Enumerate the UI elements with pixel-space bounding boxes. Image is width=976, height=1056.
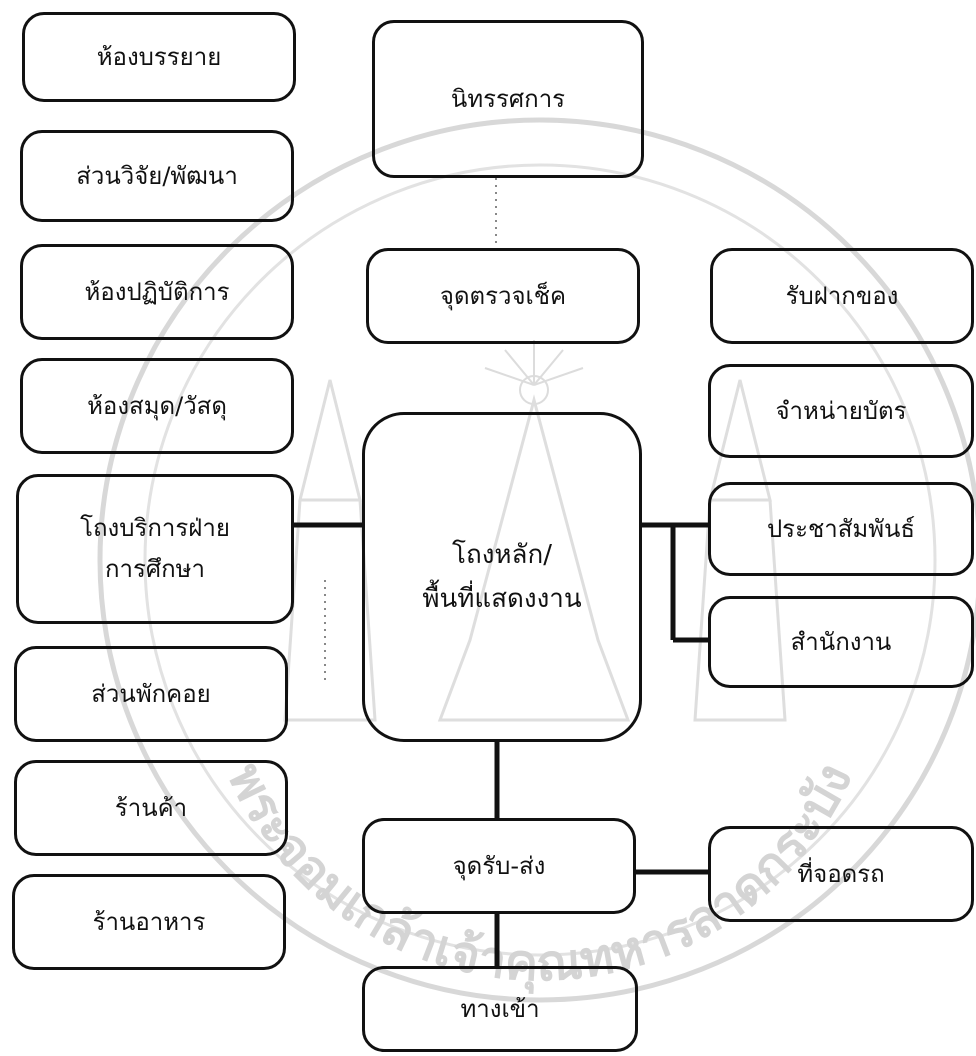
- node-office: สำนักงาน: [708, 596, 974, 688]
- node-parking: ที่จอดรถ: [708, 826, 974, 922]
- node-shop: ร้านค้า: [14, 760, 288, 856]
- node-library-label: ห้องสมุด/วัสดุ: [87, 391, 227, 420]
- node-tickets-label: จำหน่ายบัตร: [775, 396, 907, 425]
- watermark-inner-ring: [143, 163, 937, 957]
- node-lecture-room: ห้องบรรยาย: [22, 12, 296, 102]
- watermark-crown-icon: [437, 394, 631, 722]
- node-lab: ห้องปฏิบัติการ: [20, 244, 294, 340]
- node-shop-label: ร้านค้า: [114, 793, 188, 822]
- watermark-left-spire-icon: [283, 379, 377, 722]
- node-lounge-label: ส่วนพักคอย: [91, 679, 211, 708]
- node-parking-label: ที่จอดรถ: [797, 859, 885, 888]
- node-entrance-label: ทางเข้า: [460, 994, 540, 1023]
- node-research: ส่วนวิจัย/พัฒนา: [20, 130, 294, 222]
- watermark-outer-ring: [97, 117, 976, 1003]
- node-exhibition-label: นิทรรศการ: [450, 84, 566, 113]
- node-restaurant: ร้านอาหาร: [12, 874, 286, 970]
- node-education-hall-label: โถงบริการฝ่าย การศึกษา: [80, 514, 230, 583]
- node-office-label: สำนักงาน: [790, 627, 892, 656]
- node-exhibition: นิทรรศการ: [372, 20, 644, 178]
- node-research-label: ส่วนวิจัย/พัฒนา: [76, 161, 238, 190]
- node-library: ห้องสมุด/วัสดุ: [20, 358, 294, 454]
- node-dropoff-label: จุดรับ-ส่ง: [452, 851, 546, 880]
- node-pr: ประชาสัมพันธ์: [708, 482, 974, 576]
- node-lounge: ส่วนพักคอย: [14, 646, 288, 742]
- node-lab-label: ห้องปฏิบัติการ: [84, 277, 230, 306]
- watermark-sun-icon: [484, 340, 584, 405]
- node-deposit: รับฝากของ: [710, 248, 974, 344]
- node-education-hall: โถงบริการฝ่าย การศึกษา: [16, 474, 294, 624]
- node-checkpoint-label: จุดตรวจเช็ค: [439, 281, 567, 310]
- node-main-hall: โถงหลัก/ พื้นที่แสดงงาน: [362, 412, 642, 742]
- node-lecture-room-label: ห้องบรรยาย: [96, 42, 222, 71]
- node-checkpoint: จุดตรวจเช็ค: [366, 248, 640, 344]
- node-main-hall-label: โถงหลัก/ พื้นที่แสดงงาน: [422, 539, 582, 614]
- node-deposit-label: รับฝากของ: [785, 281, 899, 310]
- node-entrance: ทางเข้า: [362, 966, 638, 1052]
- node-tickets: จำหน่ายบัตร: [708, 364, 974, 458]
- node-restaurant-label: ร้านอาหาร: [92, 907, 206, 936]
- node-dropoff: จุดรับ-ส่ง: [362, 818, 636, 914]
- node-pr-label: ประชาสัมพันธ์: [766, 514, 916, 543]
